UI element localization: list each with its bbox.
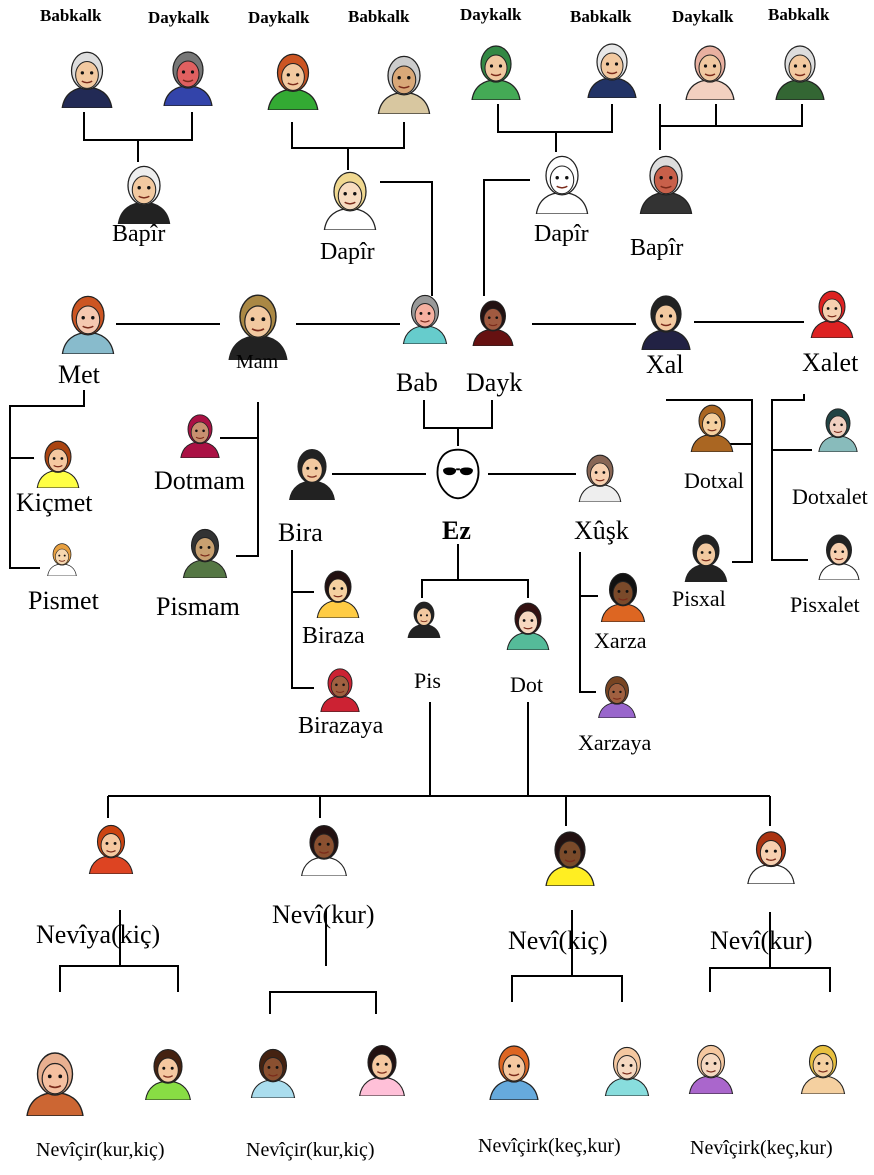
woman-green-scarf-icon [466, 40, 526, 100]
baby-blue-icon [600, 1042, 654, 1096]
label-dapir-1: Dapîr [320, 239, 375, 265]
label-babkalk-2: Babkalk [348, 7, 410, 26]
woman-feather-hat-icon [56, 290, 120, 354]
label-xusk: Xûşk [574, 516, 629, 545]
toddler-dancing-icon [354, 1040, 410, 1096]
old-woman-sketch-icon [530, 150, 594, 214]
label-daykalk-4: Daykalk [672, 7, 734, 26]
label-bab: Bab [396, 368, 438, 397]
label-mam: Mam [236, 351, 279, 373]
baby-teddy-icon [20, 1046, 90, 1116]
label-met: Met [58, 360, 100, 389]
label-dayk: Dayk [466, 368, 523, 397]
man-pipe-sunglasses-icon [222, 288, 294, 360]
label-kicmet: Kiçmet [16, 488, 93, 517]
redhead-woman-icon [806, 286, 858, 338]
label-pismam: Pismam [156, 592, 240, 621]
label-xarzaya: Xarzaya [578, 730, 652, 755]
old-man-beard-red-icon [634, 150, 698, 214]
label-ez: Ez [442, 516, 471, 545]
asian-woman-icon [502, 598, 554, 650]
girl-yellow-frame-icon [32, 436, 84, 488]
label-pis: Pis [414, 668, 441, 693]
label-great-grandchildren-2: Nevîçir(kur,kiç) [246, 1139, 375, 1161]
label-great-grandchildren-1: Nevîçir(kur,kiç) [36, 1139, 165, 1161]
old-man-scientist-icon [582, 38, 642, 98]
label-daykalk-2: Daykalk [248, 8, 310, 27]
woman-hijab-icon [176, 410, 224, 458]
faceless-head-sunglasses-icon [430, 446, 486, 502]
label-babkalk-1: Babkalk [40, 6, 102, 25]
label-biraza: Biraza [302, 623, 365, 649]
woman-flower-crown-icon [686, 400, 738, 452]
blonde-woman-icon [318, 166, 382, 230]
label-dotxalet: Dotxalet [792, 484, 868, 509]
girl-scarf-icon [594, 672, 640, 718]
label-nevi-2: Nevî(kiç) [508, 926, 608, 955]
label-babkalk-4: Babkalk [768, 5, 830, 24]
old-man-suit-icon [112, 160, 176, 224]
woman-red-glasses-icon [574, 450, 626, 502]
label-pisxal: Pisxal [672, 586, 726, 611]
label-daykalk-1: Daykalk [148, 8, 210, 27]
woman-sunglasses-redhead-icon [84, 820, 138, 874]
man-lincoln-icon [636, 290, 696, 350]
label-great-grandchildren-3: Nevîçirk(keç,kur) [478, 1135, 621, 1157]
label-birazaya: Birazaya [298, 713, 384, 739]
man-poe-icon [680, 530, 732, 582]
old-man-chemist-icon [770, 40, 830, 100]
baby-crawling-icon [684, 1040, 738, 1094]
man-poe-icon [404, 598, 444, 638]
man-glasses-green-icon [178, 524, 232, 578]
baby-blonde-icon [796, 1040, 850, 1094]
label-daykalk-3: Daykalk [460, 5, 522, 24]
boy-curly-dark-icon [296, 820, 352, 876]
label-neviya: Nevîya(kiç) [36, 920, 161, 949]
girl-dark-skin-icon [540, 826, 600, 886]
boy-redhead-icon [742, 826, 800, 884]
label-pisxalet: Pisxalet [790, 592, 860, 617]
label-nevi-3: Nevî(kur) [710, 926, 813, 955]
label-bapir-1: Bapîr [112, 221, 166, 247]
label-xalet: Xalet [802, 348, 859, 377]
label-xal: Xal [646, 350, 684, 379]
label-bira: Bira [278, 518, 323, 547]
label-dot: Dot [510, 672, 543, 697]
baby-dark-icon [246, 1044, 300, 1098]
man-lincoln-icon [284, 444, 340, 500]
label-xarza: Xarza [594, 628, 647, 653]
label-bapir-2: Bapîr [630, 235, 684, 261]
boy-dark-skin-icon [596, 568, 650, 622]
label-pismet: Pismet [28, 586, 99, 615]
label-dotmam: Dotmam [154, 466, 245, 495]
label-dapir-2: Dapîr [534, 221, 589, 247]
girl-red-scarf-icon [316, 664, 364, 712]
child-crying-icon [484, 1040, 544, 1100]
label-babkalk-3: Babkalk [570, 7, 632, 26]
boy-ginger-icon [312, 566, 364, 618]
woman-teal-icon [814, 404, 862, 452]
girl-with-bottle-icon [140, 1044, 196, 1100]
boy-smiling-icon [814, 530, 864, 580]
old-woman-redhead-icon [262, 48, 324, 110]
old-man-sitting-icon [372, 50, 436, 114]
woman-dark-hair-icon [468, 296, 518, 346]
woman-pink-veil-icon [680, 40, 740, 100]
label-great-grandchildren-4: Nevîçirk(keç,kur) [690, 1137, 833, 1159]
label-dotxal: Dotxal [684, 468, 744, 493]
old-man-bearded-icon [56, 46, 118, 108]
boy-freckles-icon [44, 540, 80, 576]
old-woman-phone-icon [158, 46, 218, 106]
old-man-turban-icon [398, 290, 452, 344]
label-nevi-1: Nevî(kur) [272, 900, 375, 929]
